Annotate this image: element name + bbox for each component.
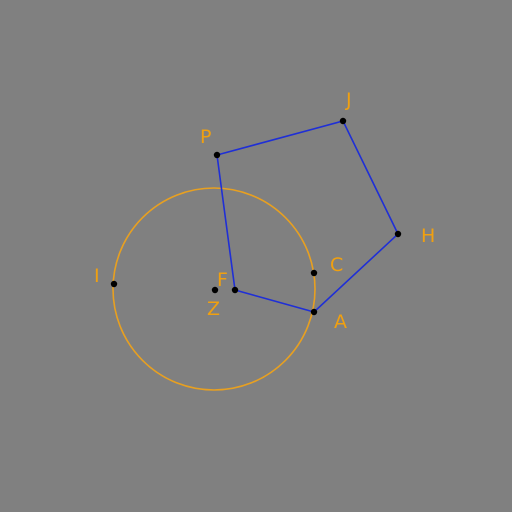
label-H: H (421, 225, 435, 247)
label-A: A (334, 311, 347, 333)
label-I: I (94, 265, 100, 287)
point-H (394, 230, 402, 238)
points-layer (110, 117, 402, 316)
point-C (310, 269, 318, 277)
label-J: J (345, 89, 352, 111)
label-Z: Z (207, 298, 220, 320)
point-F (231, 286, 239, 294)
label-F: F (217, 269, 228, 291)
label-P: P (200, 126, 211, 148)
circle-Z (112, 187, 316, 391)
pentagon-PJHAF (216, 120, 399, 313)
point-Z (211, 286, 219, 294)
point-J (339, 117, 347, 125)
point-I (110, 280, 118, 288)
point-P (213, 151, 221, 159)
label-C: C (330, 254, 343, 276)
labels-layer: P J H A F C I Z (94, 89, 435, 333)
point-A (310, 308, 318, 316)
